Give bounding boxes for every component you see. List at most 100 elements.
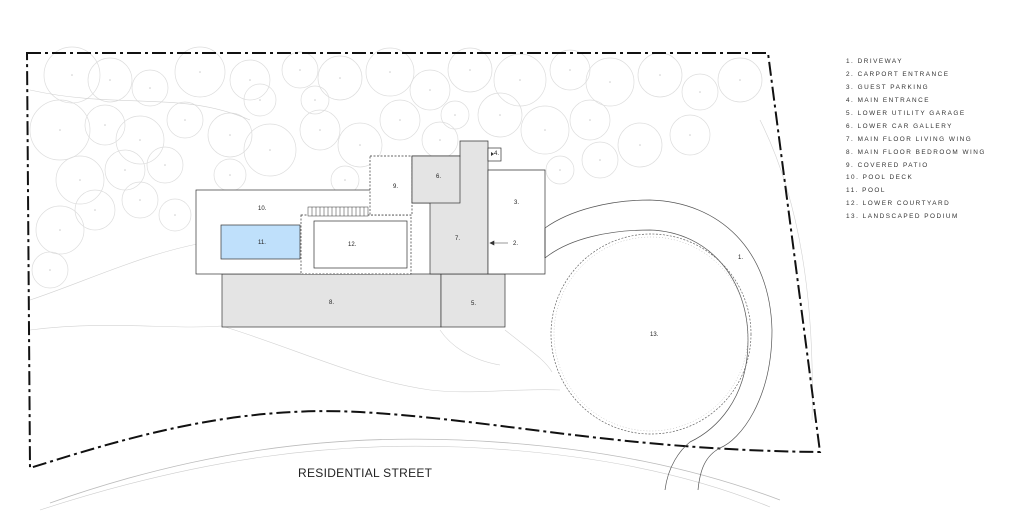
tree-center [559, 169, 561, 171]
tree-canopy [29, 46, 763, 289]
tree-circle [146, 146, 184, 184]
tree-center [269, 149, 271, 151]
landscaped-podium [550, 233, 752, 435]
tree-circle [166, 101, 204, 139]
label-guest-parking: 3. [514, 200, 519, 206]
tree-circle [379, 99, 421, 141]
tree-circle [317, 55, 363, 101]
tree-center [109, 79, 111, 81]
legend-item-landscaped-podium: 13. LANDSCAPED PODIUM [846, 213, 959, 221]
legend-item-driveway: 1. DRIVEWAY [846, 58, 903, 65]
tree-circle [337, 122, 383, 168]
tree-center [589, 119, 591, 121]
tree-center [59, 129, 61, 131]
legend-item-guest-parking: 3. GUEST PARKING [846, 83, 930, 91]
tree-circle [477, 92, 523, 138]
legend-item-lower-courtyard: 12. LOWER COURTYARD [846, 200, 951, 208]
legend-item-lower-utility-garage: 5. LOWER UTILITY GARAGE [846, 109, 966, 117]
tree-center [79, 179, 81, 181]
tree-circle [669, 114, 711, 156]
tree-circle [55, 155, 105, 205]
tree-circle [365, 47, 415, 97]
tree-circle [243, 83, 277, 117]
street-curb-upper [49, 438, 781, 504]
tree-center [319, 129, 321, 131]
label-bedroom-wing: 8. [329, 300, 334, 306]
label-landscaped-podium: 13. [650, 332, 659, 338]
tree-center [454, 114, 456, 116]
tree-circle [717, 57, 763, 103]
legend-item-lower-car-gallery: 6. LOWER CAR GALLERY [846, 122, 953, 130]
tree-center [104, 124, 106, 126]
label-pool-deck: 10. [258, 206, 267, 212]
carport-arrow [489, 240, 508, 246]
legend-item-main-floor-bedroom-wing: 8. MAIN FLOOR BEDROOM WING [846, 148, 986, 156]
tree-center [739, 79, 741, 81]
terrain-contours [29, 89, 813, 421]
tree-center [249, 79, 251, 81]
stairs [307, 206, 369, 217]
tree-circle [281, 51, 319, 89]
tree-center [599, 159, 601, 161]
main-entrance [487, 147, 502, 162]
legend: 1. DRIVEWAY 2. CARPORT ENTRANCE 3. GUEST… [846, 56, 986, 224]
tree-circle [569, 99, 611, 141]
driveway [544, 199, 773, 491]
tree-circle [131, 69, 169, 107]
tree-circle [207, 112, 253, 158]
tree-center [71, 74, 73, 76]
tree-center [429, 89, 431, 91]
tree-center [229, 134, 231, 136]
tree-center [49, 269, 51, 271]
label-car-gallery: 6. [436, 174, 441, 180]
tree-circle [121, 181, 159, 219]
tree-center [389, 71, 391, 73]
covered-patio [369, 155, 413, 216]
tree-center [469, 69, 471, 71]
tree-center [359, 144, 361, 146]
tree-center [94, 209, 96, 211]
street-curb-lower [39, 445, 771, 511]
tree-circle [115, 115, 165, 165]
property-boundary [25, 52, 822, 470]
legend-item-main-entrance: 4. MAIN ENTRANCE [846, 96, 931, 104]
tree-center [199, 71, 201, 73]
bedroom-wing [221, 273, 442, 328]
pool [220, 224, 301, 260]
label-carport-entrance: 2. [513, 241, 518, 247]
street-label: RESIDENTIAL STREET [298, 466, 433, 480]
tree-center [499, 114, 501, 116]
tree-circle [520, 105, 570, 155]
legend-item-pool-deck: 10. POOL DECK [846, 174, 914, 182]
tree-center [344, 179, 346, 181]
legend-item-pool: 11. POOL [846, 187, 886, 195]
tree-center [699, 91, 701, 93]
podium-inner-ring [553, 236, 749, 432]
tree-center [519, 79, 521, 81]
car-gallery [411, 155, 461, 204]
tree-circle [440, 100, 470, 130]
tree-center [639, 144, 641, 146]
tree-center [259, 99, 261, 101]
label-lower-courtyard: 12. [348, 242, 357, 248]
tree-circle [581, 141, 619, 179]
tree-center [689, 134, 691, 136]
legend-item-main-floor-living-wing: 7. MAIN FLOOR LIVING WING [846, 135, 973, 143]
tree-center [314, 99, 316, 101]
legend-item-carport-entrance: 2. CARPORT ENTRANCE [846, 70, 950, 78]
tree-center [609, 81, 611, 83]
lower-courtyard [313, 220, 408, 269]
tree-circle [585, 57, 635, 107]
tree-center [439, 139, 441, 141]
plan-labels: 1. 2. 3. 4. 5. 6. 7. 8. 9. 10. 11. 12. 1… [258, 151, 743, 338]
building [195, 140, 546, 328]
label-driveway: 1. [738, 255, 743, 261]
tree-circle [158, 198, 192, 232]
tree-circle [31, 251, 69, 289]
tree-center [164, 164, 166, 166]
tree-circle [35, 205, 85, 255]
label-living-wing: 7. [455, 236, 460, 242]
entrance-arrow [491, 152, 494, 156]
tree-center [184, 119, 186, 121]
